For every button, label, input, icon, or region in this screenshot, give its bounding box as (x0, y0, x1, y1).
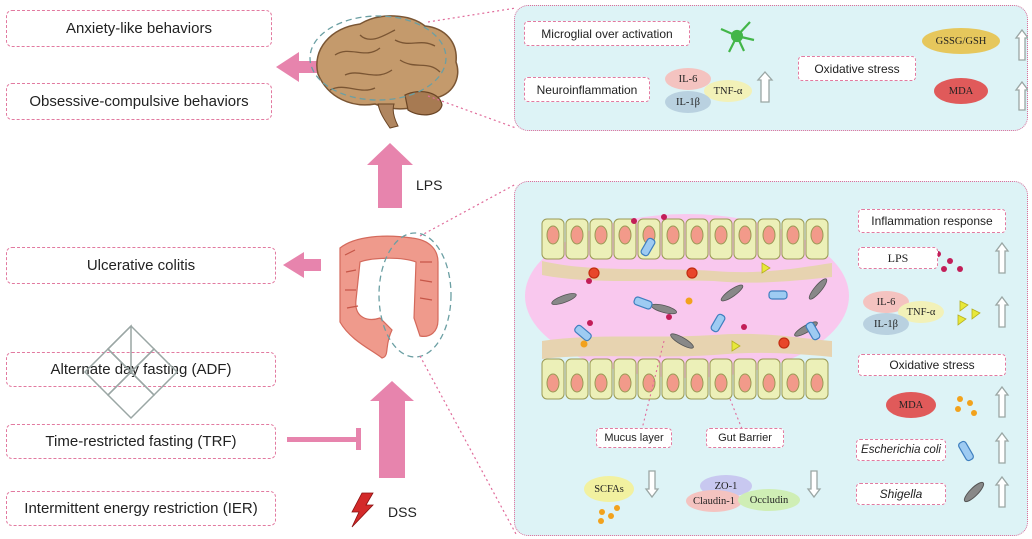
bottom-epithelium (541, 358, 829, 400)
ecoli-icon (958, 440, 974, 462)
immune-cells (588, 267, 790, 349)
lps-dots (586, 214, 747, 330)
brain-il1b-pill: IL-1β (665, 91, 711, 113)
brain-oxidative-label: Oxidative stress (814, 61, 900, 76)
trf-inhibit-line (287, 437, 360, 442)
anxiety-box: Anxiety-like behaviors (6, 10, 272, 47)
neuroinflammation-box: Neuroinflammation (524, 77, 650, 102)
cytokine-triangles-icon (957, 300, 981, 326)
gssg-pill: GSSG/GSH (922, 28, 1000, 54)
brain-oxidative-box: Oxidative stress (798, 56, 916, 81)
shigella-label: Shigella (879, 487, 923, 501)
scfas-pill: SCFAs (584, 476, 634, 502)
bacteria-rods (551, 278, 828, 349)
gut-tnfa-pill: TNF-α (898, 301, 944, 323)
gut-il1b-pill: IL-1β (863, 313, 909, 335)
ocd-label: Obsessive-compulsive behaviors (29, 93, 249, 110)
gut-lps-label: LPS (887, 250, 909, 265)
arrow-to-behaviors (276, 52, 318, 82)
dss-up-arrow (370, 381, 414, 478)
left-graphics (83, 7, 517, 535)
lps-inducer-label: LPS (416, 177, 443, 193)
trf-label: Time-restricted fasting (TRF) (45, 433, 237, 450)
microglia-label: Microglial over activation (541, 26, 673, 41)
scfa-dots-icon (955, 396, 977, 416)
lightning-icon (351, 492, 374, 528)
inflammation-box: Inflammation response (858, 209, 1006, 233)
arrow-to-colitis (283, 252, 321, 278)
gut-oxidative-label: Oxidative stress (889, 358, 975, 372)
shigella-icon (963, 481, 985, 503)
ier-box: Intermittent energy restriction (IER) (6, 491, 276, 526)
brain-image (309, 15, 459, 129)
ier-label: Intermittent energy restriction (IER) (24, 500, 258, 517)
shigella-box: Shigella (856, 483, 946, 505)
gut-mda-pill: MDA (886, 392, 936, 418)
neuroinflammation-label: Neuroinflammation (536, 82, 638, 97)
barrier-label: Gut Barrier (718, 432, 772, 444)
brain-tnfa-pill: TNF-α (704, 80, 752, 102)
barrier-box: Gut Barrier (706, 428, 784, 448)
adf-box: Alternate day fasting (ADF) (6, 352, 276, 387)
mucus-label: Mucus layer (604, 432, 664, 444)
anxiety-label: Anxiety-like behaviors (66, 20, 212, 37)
bacteria-capsules (574, 237, 821, 342)
ocd-box: Obsessive-compulsive behaviors (6, 83, 272, 120)
mucus-box: Mucus layer (596, 428, 672, 448)
inflammation-label: Inflammation response (871, 214, 993, 228)
colitis-label: Ulcerative colitis (86, 257, 196, 274)
ecoli-box: Escherichia coli (856, 439, 946, 461)
colon-image (339, 232, 452, 359)
gut-lps-box: LPS (858, 247, 938, 269)
trf-box: Time-restricted fasting (TRF) (6, 424, 276, 459)
brain-up-arrow-icon (756, 28, 1028, 111)
claudin-pill: Claudin-1 (686, 490, 742, 512)
occludin-pill: Occludin (738, 489, 800, 511)
brain-panel-graphics (720, 21, 1028, 111)
bottom-scfa-dots (598, 505, 620, 524)
colitis-box: Ulcerative colitis (6, 247, 276, 284)
lps-dots-icon (935, 251, 963, 272)
brain-mda-pill: MDA (934, 78, 988, 104)
dss-inducer-label: DSS (388, 504, 417, 520)
brain-il6-pill: IL-6 (665, 68, 711, 90)
cross-mark-icon (83, 324, 179, 420)
gut-il6-pill: IL-6 (863, 291, 909, 313)
lps-up-arrow (367, 143, 413, 208)
gut-panel-graphics (525, 214, 1010, 524)
microglia-box: Microglial over activation (524, 21, 690, 46)
gut-oxidative-box: Oxidative stress (858, 354, 1006, 376)
scfa-dots (580, 297, 693, 348)
microglia-icon (720, 21, 755, 53)
ecoli-label: Escherichia coli (861, 444, 941, 456)
trf-inhibit-bar (356, 428, 361, 450)
adf-label: Alternate day fasting (ADF) (50, 361, 232, 378)
gut-arrows (644, 241, 1010, 508)
